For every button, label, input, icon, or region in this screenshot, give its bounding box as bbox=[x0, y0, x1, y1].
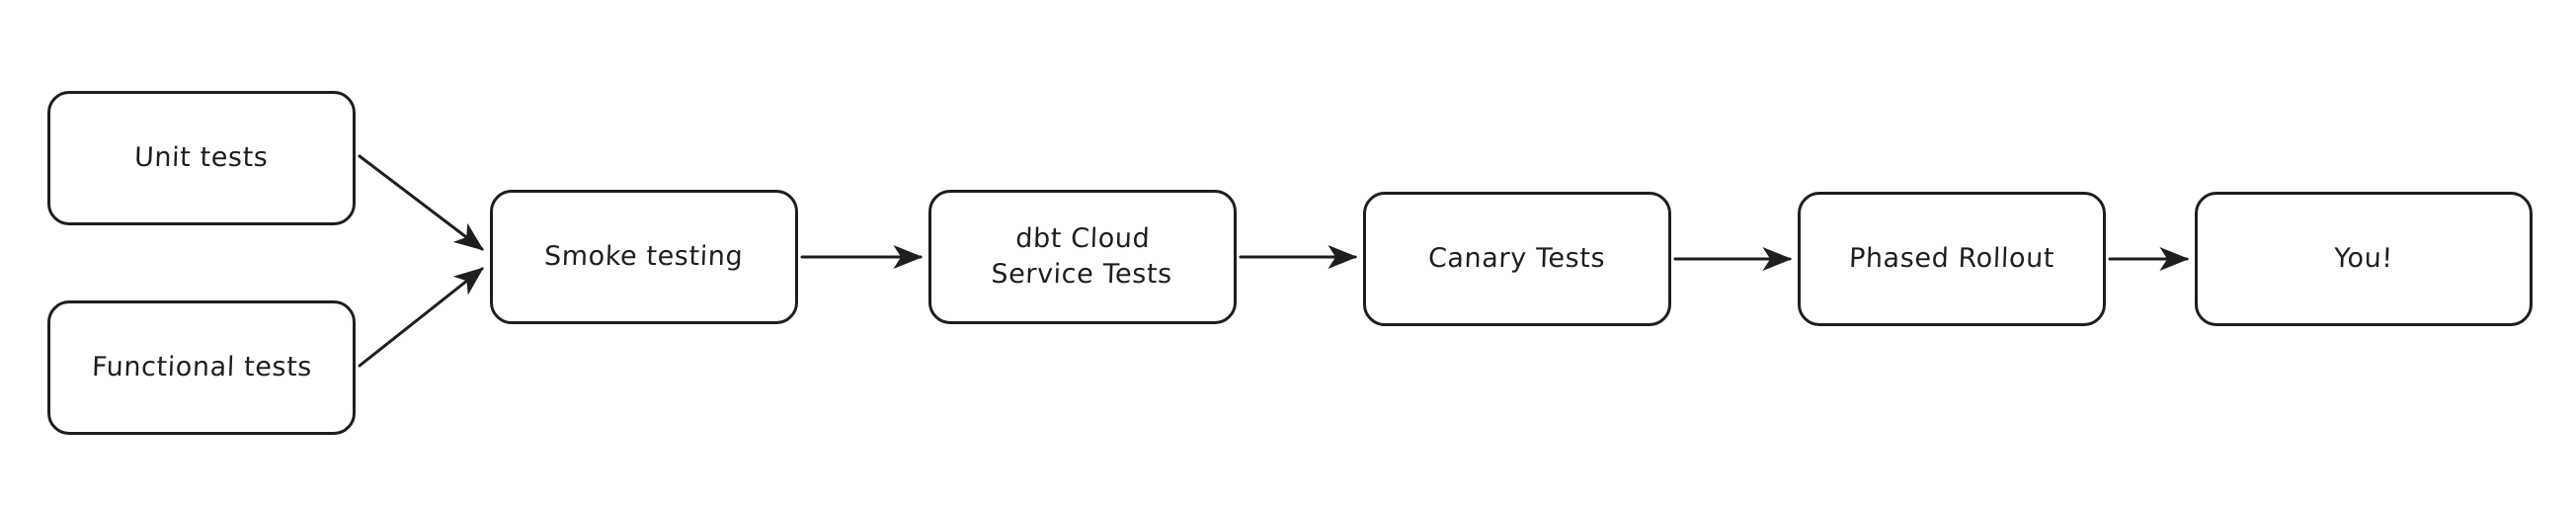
node-functional-tests[interactable]: Functional tests bbox=[47, 300, 356, 435]
node-canary-tests[interactable]: Canary Tests bbox=[1363, 192, 1671, 326]
edge-functional-to-smoke[interactable] bbox=[358, 267, 484, 368]
node-label-line: dbt Cloud bbox=[1015, 223, 1152, 255]
node-label-line: Functional tests bbox=[90, 352, 313, 383]
edge-unit-to-smoke[interactable] bbox=[358, 154, 484, 251]
node-label-line: Smoke testing bbox=[543, 241, 745, 273]
node-label-line: Service Tests bbox=[991, 259, 1173, 290]
node-smoke-testing[interactable]: Smoke testing bbox=[490, 190, 798, 324]
node-label-canary-tests: Canary Tests bbox=[1428, 241, 1606, 277]
node-label-functional-tests: Functional tests bbox=[91, 350, 312, 385]
node-label-line: Canary Tests bbox=[1427, 243, 1607, 275]
node-label-line: You! bbox=[2333, 243, 2394, 275]
node-label-you: You! bbox=[2333, 241, 2394, 277]
node-label-smoke-testing: Smoke testing bbox=[544, 239, 744, 275]
node-label-line: Unit tests bbox=[133, 142, 270, 174]
node-label-unit-tests: Unit tests bbox=[134, 140, 270, 176]
node-you[interactable]: You! bbox=[2195, 192, 2533, 326]
node-unit-tests[interactable]: Unit tests bbox=[47, 91, 356, 225]
node-phased-rollout[interactable]: Phased Rollout bbox=[1798, 192, 2106, 326]
node-label-phased-rollout: Phased Rollout bbox=[1848, 241, 2054, 277]
node-label-line: Phased Rollout bbox=[1848, 243, 2055, 275]
